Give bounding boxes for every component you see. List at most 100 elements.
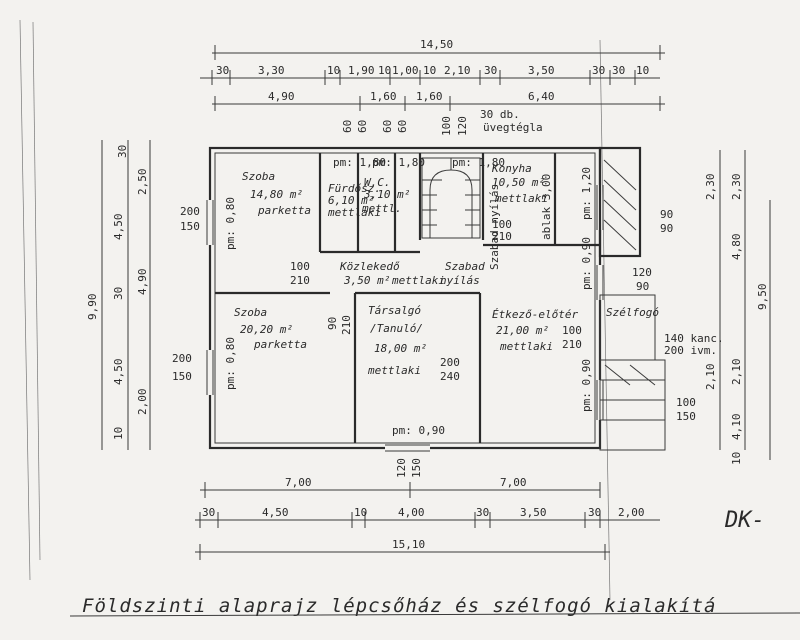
door-note: 100 (290, 260, 310, 273)
room-label-szoba-2: Szoba 20,20 m² parketta (234, 306, 307, 351)
top-dim-text: 10 (423, 64, 436, 77)
door-note: 210 (290, 274, 310, 287)
room-name: Étkező-előtér (492, 308, 578, 321)
bottom-dimension-lines: 7,00 7,00 30 4,50 10 4,00 30 3,50 30 2,0… (195, 476, 660, 560)
bottom-dim-text: 30 (202, 506, 215, 519)
right-dim-text: 10 (730, 452, 743, 465)
room-area: 6,10 m² (328, 194, 374, 207)
top-dim-text: 30 (216, 64, 229, 77)
room-area: 14,80 m² (250, 188, 303, 201)
left-dim-text: 2,50 (136, 169, 149, 196)
corridor-note: Szabad (445, 260, 485, 273)
room-label-tarsalgo: Társalgó /Tanuló/ 18,00 m² mettlaki (367, 304, 427, 377)
door-note: 210 (340, 315, 353, 335)
left-dim-text: 10 (112, 427, 125, 440)
extra-note: ablak 3,00 (540, 174, 553, 240)
left-dimension-lines: 9,90 4,50 4,90 2,50 30 30 4,50 2,00 10 (86, 140, 151, 450)
room-area: 10,50 m² (492, 176, 545, 189)
room-floor: parketta (257, 204, 311, 217)
opening-note: 120 (456, 116, 469, 136)
sill-note: pm: 0,90 (580, 237, 593, 290)
right-dim-text: 9,50 (756, 284, 769, 311)
room-floor: mettl. (361, 202, 402, 215)
room-name: Szoba (242, 170, 275, 183)
right-dim-text: 2,30 (730, 174, 743, 201)
door-note: 200 (172, 352, 192, 365)
room-label-furdo: Fürdősz. 6,10 m² mettlaki (327, 182, 381, 219)
top-overall-dim: 14,50 (420, 38, 453, 51)
opening-note: 60 (381, 120, 394, 133)
top-dim-text: 1,60 (370, 90, 397, 103)
door-note: 100 (492, 218, 512, 231)
drawing-title: Földszinti alaprajz lépcsőház és szélfog… (82, 595, 716, 617)
opening-note: 60 (356, 120, 369, 133)
sill-note: pm: 1,80 (372, 156, 425, 169)
door-note: 100 (562, 324, 582, 337)
room-label-etkezo: Étkező-előtér 21,00 m² mettlaki (492, 308, 578, 353)
right-dim-text: 4,80 (730, 234, 743, 261)
door-note: 210 (492, 230, 512, 243)
bottom-dim-text: 30 (588, 506, 601, 519)
bottom-dim-text: 3,50 (520, 506, 547, 519)
room-area: 21,00 m² (496, 324, 549, 337)
opening-note: 60 (396, 120, 409, 133)
door-note: 210 (562, 338, 582, 351)
top-dim-text: 10 (327, 64, 340, 77)
room-label-konyha: Konyha 10,50 m² mettlaki (491, 162, 548, 205)
left-dim-text: 2,00 (136, 389, 149, 416)
door-notes: 200 150 100 210 90 210 200 150 200 240 1… (172, 174, 724, 478)
top-dim-text: 30 (484, 64, 497, 77)
left-dim-text: 30 (116, 145, 129, 158)
room-name: Fürdősz. (328, 182, 381, 195)
paper-fold-line-right (599, 39, 611, 601)
door-note: 240 (440, 370, 460, 383)
bottom-dim-text: 4,50 (262, 506, 289, 519)
room-area: /Tanuló/ (370, 322, 423, 335)
room-floor: 18,00 m² (374, 342, 427, 355)
top-dim-text: 30 (612, 64, 625, 77)
door-note: 150 (172, 370, 192, 383)
top-dim-text: 1,60 (416, 90, 443, 103)
corridor-floor: mettlaki (391, 274, 445, 287)
door-note: 90 (660, 222, 673, 235)
right-annex (598, 146, 666, 451)
left-dim-text: 4,50 (112, 359, 125, 386)
top-dim-text: 30 (592, 64, 605, 77)
door-note: 150 (410, 458, 423, 478)
staircase (421, 157, 481, 239)
sill-note: pm: 1,20 (580, 167, 593, 220)
corridor-note: nyílás (440, 274, 480, 287)
sill-note: pm: 0,90 (580, 359, 593, 412)
title-underline (69, 612, 800, 617)
room-area: 3,10 m² (363, 188, 410, 201)
door-note: 100 (676, 396, 696, 409)
right-dim-text: 2,30 (704, 174, 717, 201)
sill-note: pm: 1,80 (333, 156, 386, 169)
right-dimension-lines: 2,30 4,80 2,30 9,50 4,10 2,10 2,10 10 (704, 150, 771, 465)
extra-note: 140 kanc. (664, 332, 724, 345)
top-dimension-lines: 14,50 30 3,30 10 1,90 10 1,00 10 2,10 30… (200, 38, 665, 136)
top-dim-text: 10 (636, 64, 649, 77)
door-note: 90 (326, 317, 339, 330)
opening-note: 100 (440, 116, 453, 136)
top-dim-text: 3,50 (528, 64, 555, 77)
opening-note: 60 (341, 120, 354, 133)
room-name: Szoba (234, 306, 267, 319)
bottom-dim-text: 2,00 (618, 506, 645, 519)
bottom-dim-text: 7,00 (285, 476, 312, 489)
top-dim-text: 1,90 (348, 64, 375, 77)
room-area: 20,20 m² (240, 323, 293, 336)
room-label-wc: W.C. 3,10 m² mettl. (361, 176, 410, 215)
corner-label: DK- (724, 508, 765, 533)
glass-block-note: 30 db. (480, 108, 520, 121)
right-dim-text: 4,10 (730, 414, 743, 441)
extra-note: Szabad nyílás (488, 184, 501, 270)
top-dim-text: 3,30 (258, 64, 285, 77)
top-dim-text: 2,10 (444, 64, 471, 77)
room-floor: mettlaki (327, 206, 381, 219)
room-floor: parketta (253, 338, 307, 351)
sill-note: pm: 0,80 (224, 197, 237, 250)
paper-fold-line-left (19, 19, 31, 581)
top-dim-text: 10 (378, 64, 391, 77)
